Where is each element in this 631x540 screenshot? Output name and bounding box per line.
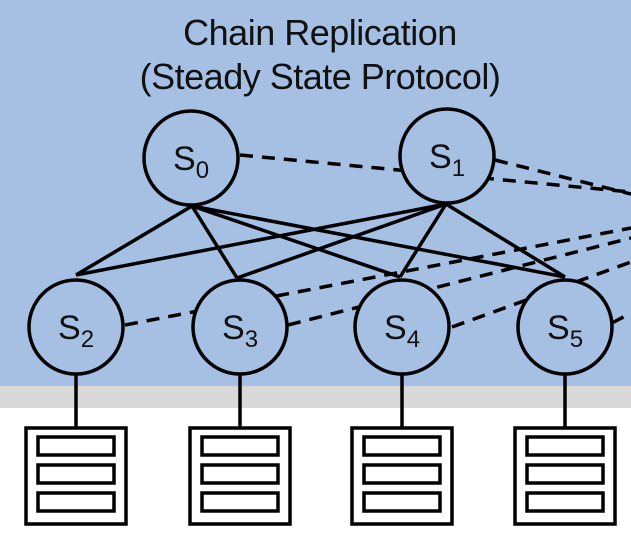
storage-slot-1 (200, 435, 280, 457)
server-label-index: 4 (407, 326, 420, 353)
lower-band (0, 386, 631, 408)
server-label: S2 (58, 309, 94, 353)
storage-stack-s2 (24, 426, 128, 526)
dashed-link-s1 (494, 158, 631, 196)
storage-slot-1 (362, 435, 442, 457)
dashed-link-s2 (124, 226, 631, 327)
server-label-index: 2 (81, 326, 94, 353)
storage-slot-2 (200, 463, 280, 485)
server-circle (27, 278, 125, 376)
storage-slot-2 (362, 463, 442, 485)
storage-stack-s5 (513, 426, 617, 526)
server-node-s5: S5 (516, 278, 614, 376)
server-label-index: 5 (570, 326, 583, 353)
solid-link-s1-s3 (236, 202, 447, 280)
diagram-title: Chain Replication (183, 12, 457, 53)
storage-slot-3 (36, 491, 116, 513)
storage-stack-s3 (188, 426, 292, 526)
server-label-index: 3 (245, 326, 258, 353)
server-circle (142, 109, 240, 207)
solid-link-s0-s3 (190, 205, 239, 279)
server-circle (516, 278, 614, 376)
solid-link-s1-s5 (445, 202, 566, 279)
server-circle (353, 278, 451, 376)
storage-stems (74, 374, 567, 428)
server-label: S3 (222, 309, 258, 353)
solid-link-s1-s2 (75, 202, 447, 277)
dashed-link-s5 (611, 311, 631, 325)
storage-slot-1 (36, 435, 116, 457)
server-node-s2: S2 (27, 278, 125, 376)
solid-links (75, 202, 566, 280)
server-node-s4: S4 (353, 278, 451, 376)
storage-stack-s4 (350, 426, 454, 526)
storage-slot-2 (36, 463, 116, 485)
solid-link-s0-s5 (191, 204, 566, 279)
solid-link-s1-s4 (398, 203, 448, 278)
storage-slot-3 (200, 491, 280, 513)
storage-units (24, 426, 617, 526)
server-circle (191, 278, 289, 376)
server-label-index: 1 (452, 155, 465, 182)
solid-link-s0-s4 (191, 204, 401, 279)
storage-slot-2 (525, 463, 605, 485)
server-node-s3: S3 (191, 278, 289, 376)
server-label-index: 0 (196, 157, 209, 184)
server-node-s0: S0 (142, 109, 240, 207)
diagram-subtitle: (Steady State Protocol) (139, 56, 501, 97)
storage-slot-3 (362, 491, 442, 513)
storage-slot-1 (525, 435, 605, 457)
dashed-link-s3 (287, 236, 631, 327)
solid-link-s0-s2 (75, 204, 193, 277)
server-node-s1: S1 (398, 107, 496, 205)
storage-slot-3 (525, 491, 605, 513)
server-circle (398, 107, 496, 205)
